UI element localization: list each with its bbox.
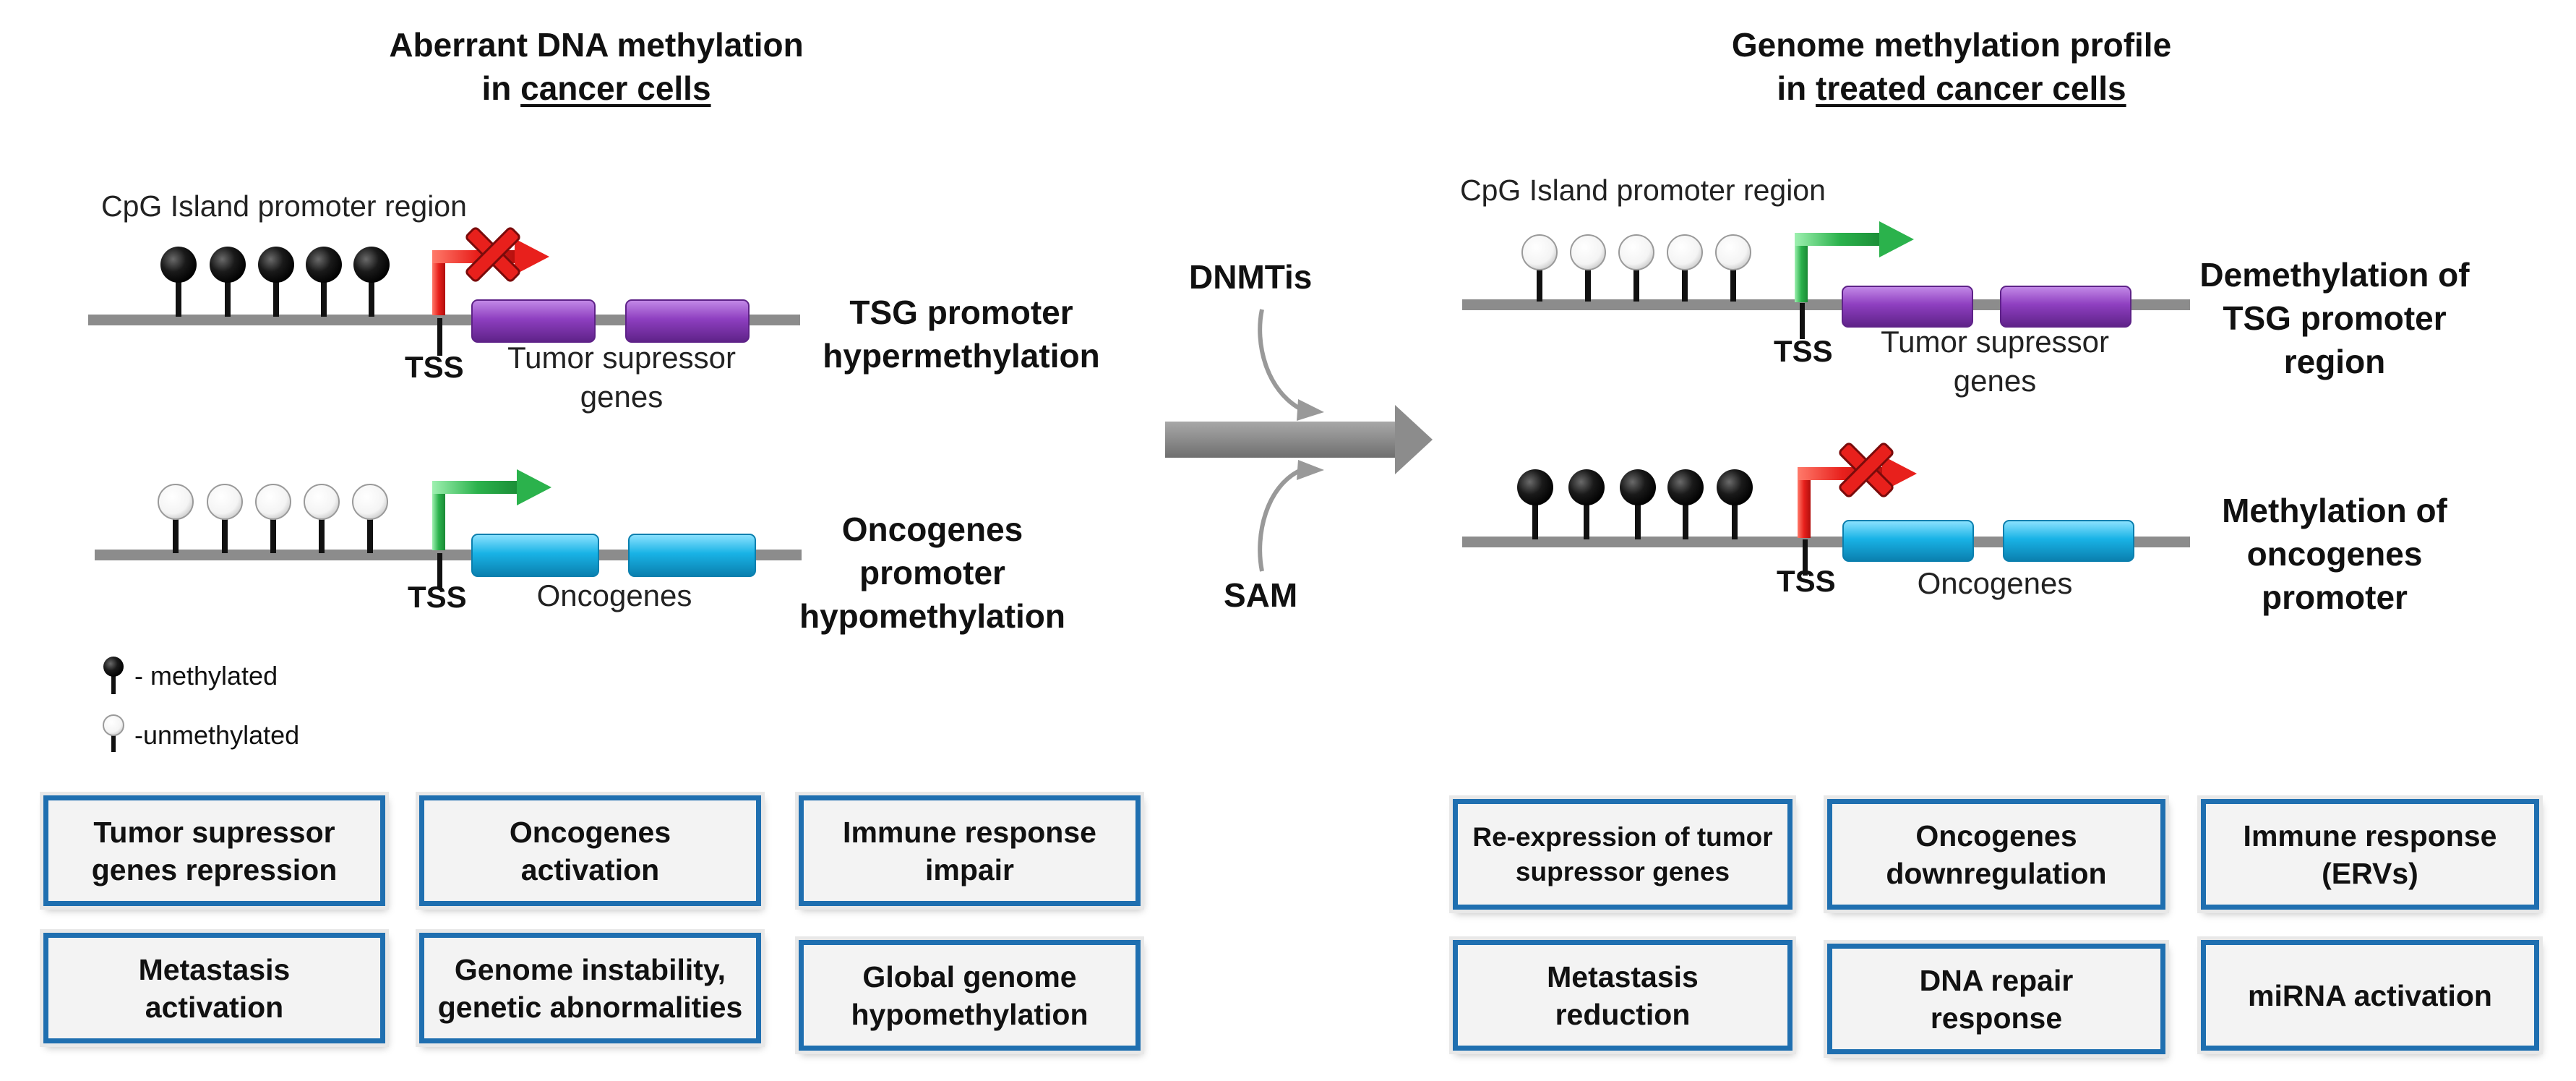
outcome-box-tsg-repression: Tumor supressor genes repression — [43, 795, 385, 906]
outcome-box-immune-ervs: Immune response (ERVs) — [2201, 799, 2539, 910]
unmethylated-cpg-lollipop — [158, 484, 194, 553]
outcome-box-dna-repair: DNA repair response — [1827, 944, 2165, 1054]
outcome-box-oncogene-downregulation: Oncogenes downregulation — [1827, 799, 2165, 910]
methylated-cpg-lollipop — [1620, 469, 1656, 539]
dnmtis-label: DNMTis — [1189, 258, 1313, 296]
outcome-box-genome-instability: Genome instability, genetic abnormalitie… — [419, 933, 761, 1043]
outcome-box-metastasis-activation: Metastasis activation — [43, 933, 385, 1043]
tss-tick — [1800, 303, 1805, 339]
unmethylated-cpg-lollipop — [1570, 234, 1606, 302]
right-title-underlined: treated cancer cells — [1816, 69, 2126, 107]
outcome-box-oncogene-activation: Oncogenes activation — [419, 795, 761, 906]
oncogene-exon — [2003, 520, 2134, 562]
left-title-underlined: cancer cells — [520, 69, 711, 107]
methylated-cpg-lollipop — [1568, 469, 1605, 539]
left-oncogene-side-label: Oncogenes promoter hypomethylation — [799, 510, 1066, 635]
outcome-box-mirna-activation: miRNA activation — [2201, 940, 2539, 1051]
unmethylated-cpg-lollipop — [1715, 234, 1751, 302]
methylated-cpg-lollipop — [160, 247, 197, 317]
active-promoter-arrow — [1795, 221, 1914, 302]
unmethylated-cpg-lollipop — [352, 484, 388, 553]
outcome-box-immune-impair: Immune response impair — [799, 795, 1141, 906]
dnmtis-arrowhead — [1297, 399, 1324, 421]
tsg-exon — [471, 299, 596, 343]
tsg-exon — [2000, 286, 2131, 328]
red-x-icon — [1839, 443, 1894, 497]
left-oncogene-construct — [95, 469, 802, 589]
sam-label: SAM — [1224, 576, 1298, 614]
right-title-line2: in treated cancer cells — [1777, 69, 2126, 107]
unmethylated-cpg-lollipop — [304, 484, 340, 553]
methylated-cpg-lollipop — [353, 247, 390, 317]
active-promoter-arrow — [432, 469, 551, 550]
left-tss-label-tsg: TSS — [405, 350, 464, 384]
legend-unmethylated-icon — [103, 714, 124, 752]
left-title-line1: Aberrant DNA methylation — [389, 26, 804, 64]
right-panel-title: Genome methylation profile in treated ca… — [1662, 23, 2241, 110]
sam-arrowhead — [1297, 460, 1324, 480]
methylated-cpg-lollipop — [258, 247, 294, 317]
unmethylated-cpg-lollipop — [1521, 234, 1558, 302]
dnmtis-curved-arrow — [1258, 309, 1302, 411]
left-title-line2: in cancer cells — [481, 69, 711, 107]
legend-unmethylated-text: -unmethylated — [134, 720, 300, 750]
methylated-cpg-lollipop — [210, 247, 246, 317]
right-tsg-gene-label: Tumor supressor genes — [1881, 325, 2109, 398]
right-tss-label-tsg: TSS — [1774, 334, 1833, 368]
right-tsg-side-label: Demethylation of TSG promoter region — [2199, 256, 2470, 380]
unmethylated-cpg-lollipop — [1618, 234, 1654, 302]
methylated-cpg-group — [160, 247, 390, 317]
treatment-flow-arrow — [1165, 309, 1433, 572]
oncogene-exon — [1842, 520, 1974, 562]
right-oncogene-side-label: Methylation of oncogenes promoter — [2222, 492, 2447, 616]
legend-methylated-icon — [103, 657, 124, 694]
tsg-exon — [1842, 286, 1973, 328]
tss-tick — [437, 553, 442, 589]
right-tss-label-onc: TSS — [1777, 564, 1836, 598]
left-oncogene-label: Oncogenes — [536, 578, 692, 612]
right-oncogene-construct — [1462, 443, 2190, 576]
left-tsg-side-label: TSG promoter hypermethylation — [823, 294, 1100, 375]
legend-methylated-text: - methylated — [134, 661, 278, 691]
left-cpg-label: CpG Island promoter region — [101, 189, 467, 223]
right-title-line1: Genome methylation profile — [1731, 26, 2172, 64]
left-tsg-construct — [88, 227, 800, 356]
outcome-box-tsg-reexpression: Re-expression of tumor supressor genes — [1453, 799, 1793, 910]
dna-line — [88, 315, 800, 325]
left-panel-title: Aberrant DNA methylation in cancer cells — [311, 23, 882, 110]
methylated-cpg-lollipop — [1717, 469, 1753, 539]
unmethylated-cpg-lollipop — [1667, 234, 1703, 302]
red-x-icon — [465, 227, 520, 282]
left-tss-label-onc: TSS — [408, 580, 467, 614]
oncogene-exon — [471, 534, 599, 577]
tss-tick — [1803, 539, 1808, 576]
unmethylated-cpg-group — [1521, 234, 1751, 302]
methylated-cpg-group — [1517, 469, 1753, 539]
right-cpg-label: CpG Island promoter region — [1460, 174, 1826, 207]
sam-curved-arrow — [1258, 468, 1302, 572]
unmethylated-cpg-lollipop — [207, 484, 243, 553]
methylated-cpg-lollipop — [1667, 469, 1704, 539]
tsg-exon — [625, 299, 750, 343]
outcome-box-metastasis-reduction: Metastasis reduction — [1453, 940, 1793, 1051]
right-tsg-construct — [1462, 221, 2190, 339]
methylated-cpg-lollipop — [306, 247, 342, 317]
outcome-box-global-hypomethylation: Global genome hypomethylation — [799, 940, 1141, 1051]
right-oncogene-label: Oncogenes — [1917, 566, 2073, 600]
left-tsg-gene-label: Tumor supressor genes — [507, 341, 736, 414]
methylated-cpg-lollipop — [1517, 469, 1553, 539]
unmethylated-cpg-group — [158, 484, 388, 553]
oncogene-exon — [628, 534, 756, 577]
unmethylated-cpg-lollipop — [255, 484, 291, 553]
tss-tick — [437, 318, 442, 356]
